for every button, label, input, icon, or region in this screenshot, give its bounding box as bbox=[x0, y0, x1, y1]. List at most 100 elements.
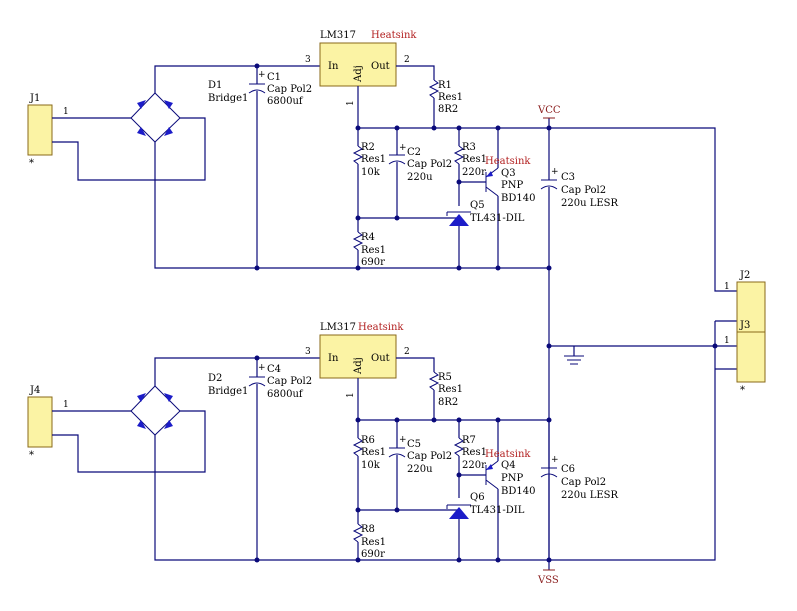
wire bbox=[154, 369, 716, 561]
j4-mark: * bbox=[29, 450, 34, 461]
u2-out-label: Out bbox=[371, 353, 390, 364]
svg-text:+: + bbox=[258, 363, 266, 373]
q3-value: BD140 bbox=[501, 193, 535, 204]
c5-type: Cap Pol2 bbox=[407, 451, 452, 462]
r6-value: 10k bbox=[361, 460, 381, 471]
u1-name: LM317 bbox=[320, 30, 356, 41]
j1-pin: 1 bbox=[63, 107, 69, 117]
q6-value: TL431-DIL bbox=[470, 505, 525, 516]
r5-ref: R5 bbox=[438, 372, 452, 383]
r8-ref: R8 bbox=[361, 524, 375, 535]
r7-type: Res1 bbox=[462, 447, 487, 458]
c6-type: Cap Pol2 bbox=[561, 477, 606, 488]
c2-ref: C2 bbox=[407, 147, 421, 158]
u1-pin-adj: 1 bbox=[346, 100, 356, 106]
j4-pin: 1 bbox=[63, 400, 69, 410]
j1-mark: * bbox=[29, 158, 34, 169]
r2-type: Res1 bbox=[361, 154, 386, 165]
r1-value: 8R2 bbox=[438, 104, 458, 115]
q3-heatsink-tag: Heatsink bbox=[485, 156, 531, 167]
transistor-q3[interactable] bbox=[485, 167, 499, 197]
c4-value: 6800uf bbox=[267, 389, 304, 400]
u1-in-label: In bbox=[328, 61, 339, 72]
c6-value: 220u LESR bbox=[561, 490, 618, 501]
q6-ref: Q6 bbox=[470, 492, 485, 503]
u1-adj-label: Adj bbox=[353, 65, 364, 83]
r6-ref: R6 bbox=[361, 435, 375, 446]
regulator-u1[interactable] bbox=[319, 42, 397, 87]
q4-ref: Q4 bbox=[501, 460, 516, 471]
u2-pin-in: 3 bbox=[305, 347, 311, 357]
r2-ref: R2 bbox=[361, 142, 375, 153]
c6-ref: C6 bbox=[561, 464, 575, 475]
bridge-d1[interactable] bbox=[130, 92, 181, 143]
vcc-net-label: VCC bbox=[537, 105, 561, 116]
q5-ref: Q5 bbox=[470, 200, 485, 211]
r7-value: 220r bbox=[462, 460, 486, 471]
transistor-q4[interactable] bbox=[485, 460, 499, 490]
wire bbox=[396, 65, 435, 80]
c3-ref: C3 bbox=[561, 172, 575, 183]
r1-type: Res1 bbox=[438, 92, 463, 103]
u1-out-label: Out bbox=[371, 61, 390, 72]
j2-ref: J2 bbox=[739, 270, 750, 281]
j4-ref: J4 bbox=[29, 385, 40, 396]
ground-icon bbox=[564, 346, 584, 365]
r4-type: Res1 bbox=[361, 245, 386, 256]
u2-pin-adj: 1 bbox=[346, 392, 356, 398]
r8-value: 690r bbox=[361, 549, 385, 560]
shunt-q5[interactable] bbox=[446, 211, 471, 226]
r3-ref: R3 bbox=[462, 142, 476, 153]
r5-type: Res1 bbox=[438, 384, 463, 395]
r3-value: 220r bbox=[462, 167, 486, 178]
junctions-upper bbox=[254, 63, 552, 271]
wire bbox=[154, 65, 320, 93]
j3-ref: J3 bbox=[739, 320, 750, 331]
j3-mark: * bbox=[740, 385, 745, 396]
svg-text:+: + bbox=[551, 455, 559, 465]
c1-value: 6800uf bbox=[267, 96, 304, 107]
c3-type: Cap Pol2 bbox=[561, 185, 606, 196]
regulator-u2[interactable] bbox=[319, 334, 397, 379]
bridge-d2[interactable] bbox=[130, 385, 181, 436]
j3-pin: 1 bbox=[724, 336, 730, 346]
r5-value: 8R2 bbox=[438, 397, 458, 408]
vss-net-label: VSS bbox=[537, 575, 559, 586]
connector-j1[interactable] bbox=[27, 104, 53, 156]
u1-heatsink-tag: Heatsink bbox=[371, 30, 417, 41]
wire bbox=[396, 357, 435, 372]
connector-j3[interactable] bbox=[736, 331, 766, 383]
wire bbox=[715, 320, 737, 370]
u2-heatsink-tag: Heatsink bbox=[358, 322, 404, 333]
connector-j2[interactable] bbox=[736, 281, 766, 333]
upper-supply: J1 1 * D1 Bridge1 + C1 Cap Pol2 6800uf L… bbox=[27, 30, 737, 292]
connector-j4[interactable] bbox=[27, 396, 53, 448]
u1-pin-out: 2 bbox=[404, 55, 410, 65]
wire bbox=[154, 142, 549, 269]
r6-type: Res1 bbox=[361, 447, 386, 458]
c4-type: Cap Pol2 bbox=[267, 376, 312, 387]
c5-value: 220u bbox=[407, 464, 433, 475]
c2-value: 220u bbox=[407, 172, 433, 183]
c1-type: Cap Pol2 bbox=[267, 84, 312, 95]
r2-value: 10k bbox=[361, 167, 381, 178]
svg-text:+: + bbox=[399, 143, 407, 153]
u2-pin-out: 2 bbox=[404, 347, 410, 357]
c4-ref: C4 bbox=[267, 364, 281, 375]
q4-value: BD140 bbox=[501, 486, 535, 497]
wire bbox=[52, 117, 206, 181]
j2-pin: 1 bbox=[724, 282, 730, 292]
shunt-q6[interactable] bbox=[446, 504, 471, 519]
d2-ref: D2 bbox=[208, 373, 222, 384]
q3-type: PNP bbox=[501, 180, 523, 191]
d1-ref: D1 bbox=[208, 80, 222, 91]
c5-ref: C5 bbox=[407, 439, 421, 450]
d2-value: Bridge1 bbox=[208, 386, 248, 397]
u2-in-label: In bbox=[328, 353, 339, 364]
junctions-lower bbox=[254, 355, 552, 563]
wire bbox=[357, 86, 737, 292]
svg-text:+: + bbox=[399, 435, 407, 445]
wire bbox=[154, 357, 320, 386]
c1-ref: C1 bbox=[267, 72, 281, 83]
